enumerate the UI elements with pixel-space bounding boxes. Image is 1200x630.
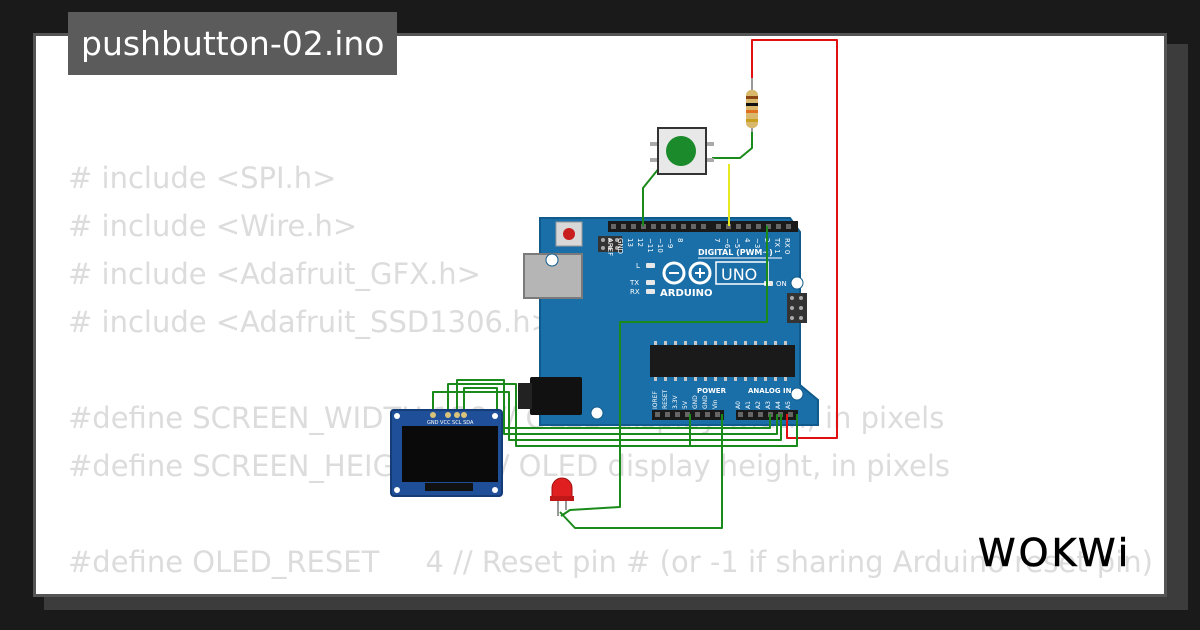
pin-label: RX 0 (783, 238, 791, 254)
code-line: #define OLED_RESET 4 // Reset pin # (or … (68, 545, 1153, 579)
pin-label: 8 (676, 238, 684, 242)
pin-label: A3 (765, 401, 772, 409)
pin-label: A2 (755, 401, 762, 409)
pin-label: ~6 (723, 238, 731, 249)
led-l-label: L (636, 262, 640, 270)
pin-label: A1 (745, 401, 752, 409)
pin-label: 7 (713, 238, 721, 242)
board-brand: ARDUINO (660, 288, 712, 299)
code-line: # include <Adafruit_SSD1306.h> (68, 305, 555, 339)
pin-label: 4 (743, 238, 751, 243)
oled-pin-labels: GND VCC SCL SDA (427, 420, 474, 426)
red-led (550, 477, 574, 516)
wire-oled-gnd (432, 391, 782, 441)
code-line: Adafruit_SSD1306 display(SCREEN_WIDTH, S… (68, 586, 1164, 594)
power-jack (530, 377, 582, 415)
pin-label: AREF (606, 238, 614, 256)
wire-5v (751, 39, 838, 439)
pin-label: A0 (735, 401, 742, 409)
pin-label: A4 (775, 401, 782, 409)
pin-label: 5V (682, 400, 689, 409)
pin-label: A5 (785, 401, 792, 409)
led-rx-label: RX (630, 288, 640, 296)
code-line: # include <SPI.h> (68, 161, 337, 195)
pin-label: TX 1 (773, 237, 781, 254)
button-cap[interactable] (666, 136, 696, 166)
board-model: UNO (721, 265, 757, 284)
pin-label: ~9 (666, 238, 674, 248)
arduino-logo (662, 261, 712, 285)
pin-label: ~5 (733, 238, 741, 248)
code-line: # include <Wire.h> (68, 209, 358, 243)
pin-label: GND (616, 238, 624, 254)
oled-display: GND VCC SCL SDA (390, 409, 503, 497)
wire-button-resistor (712, 128, 753, 159)
svg-text:WOKWi: WOKWi (978, 531, 1131, 575)
pin-label: GND (702, 395, 709, 409)
pin-label: 3.3V (672, 394, 679, 409)
wire-oled-scl (456, 379, 778, 435)
pin-label: ~3 (753, 238, 761, 248)
led-tx-label: TX (629, 279, 639, 287)
wires (432, 39, 838, 529)
analog-header-label: ANALOG IN (748, 387, 792, 395)
led-l (646, 263, 655, 268)
wire-oled-sda (463, 387, 771, 429)
pin-label: 13 (626, 238, 634, 247)
resistor (746, 78, 758, 132)
pin-label: RESET (662, 389, 669, 409)
wire-led-gnd (559, 414, 723, 529)
led-rx (646, 289, 655, 294)
oled-screen (402, 426, 498, 482)
led-tx (646, 280, 655, 285)
wokwi-logo[interactable]: WOKWi (976, 528, 1151, 576)
led-on-label: ON (776, 280, 787, 288)
pin-label: GND (692, 395, 699, 409)
power-header-label: POWER (697, 387, 727, 395)
pin-label: ~10 (656, 238, 664, 253)
wire-oled-vcc (447, 383, 798, 447)
wire-led-anode (560, 226, 768, 517)
pushbutton[interactable] (650, 127, 714, 175)
pin-label: IOREF (652, 391, 659, 409)
digital-header-label: DIGITAL (PWM~) (698, 248, 773, 257)
mounting-holes (545, 253, 804, 420)
code-line: # include <Adafruit_GFX.h> (68, 257, 481, 291)
pin-label: 12 (636, 238, 644, 247)
analog-header (736, 410, 798, 420)
project-title[interactable]: pushbutton-02.ino (68, 12, 398, 75)
atmega-chip (650, 341, 795, 381)
pin-label: ~11 (646, 238, 654, 253)
pin-label: Vin (712, 399, 719, 409)
